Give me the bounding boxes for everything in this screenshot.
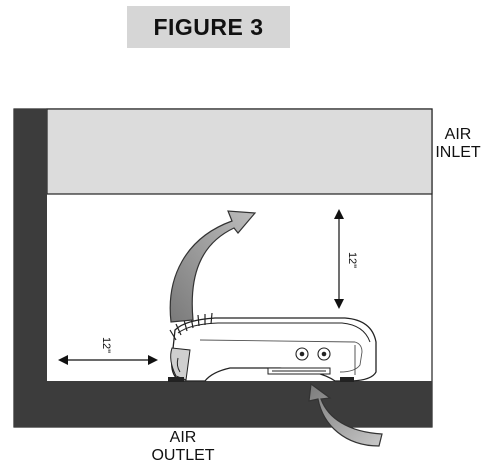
- side-clearance-label: 12": [100, 337, 112, 353]
- air-inlet-label-line2: INLET: [435, 144, 481, 161]
- vertical-clearance-dimension: [334, 209, 344, 309]
- airflow-inlet-arrow: [308, 382, 383, 447]
- floor: [14, 381, 432, 427]
- heater-unit: [168, 317, 377, 382]
- airflow-up-arrow: [169, 210, 257, 323]
- air-outlet-label-line1: AIR: [169, 429, 197, 446]
- air-outlet-label-line2: OUTLET: [151, 447, 215, 464]
- vertical-clearance-label: 12": [346, 252, 358, 268]
- left-wall: [14, 109, 47, 427]
- figure-title: FIGURE 3: [127, 6, 290, 48]
- air-inlet-label: AIR INLET: [426, 126, 490, 162]
- ceiling-zone: [46, 108, 433, 195]
- air-inlet-label-line1: AIR: [444, 126, 472, 143]
- air-outlet-label: AIR OUTLET: [135, 429, 231, 465]
- side-clearance-dimension: [58, 355, 158, 365]
